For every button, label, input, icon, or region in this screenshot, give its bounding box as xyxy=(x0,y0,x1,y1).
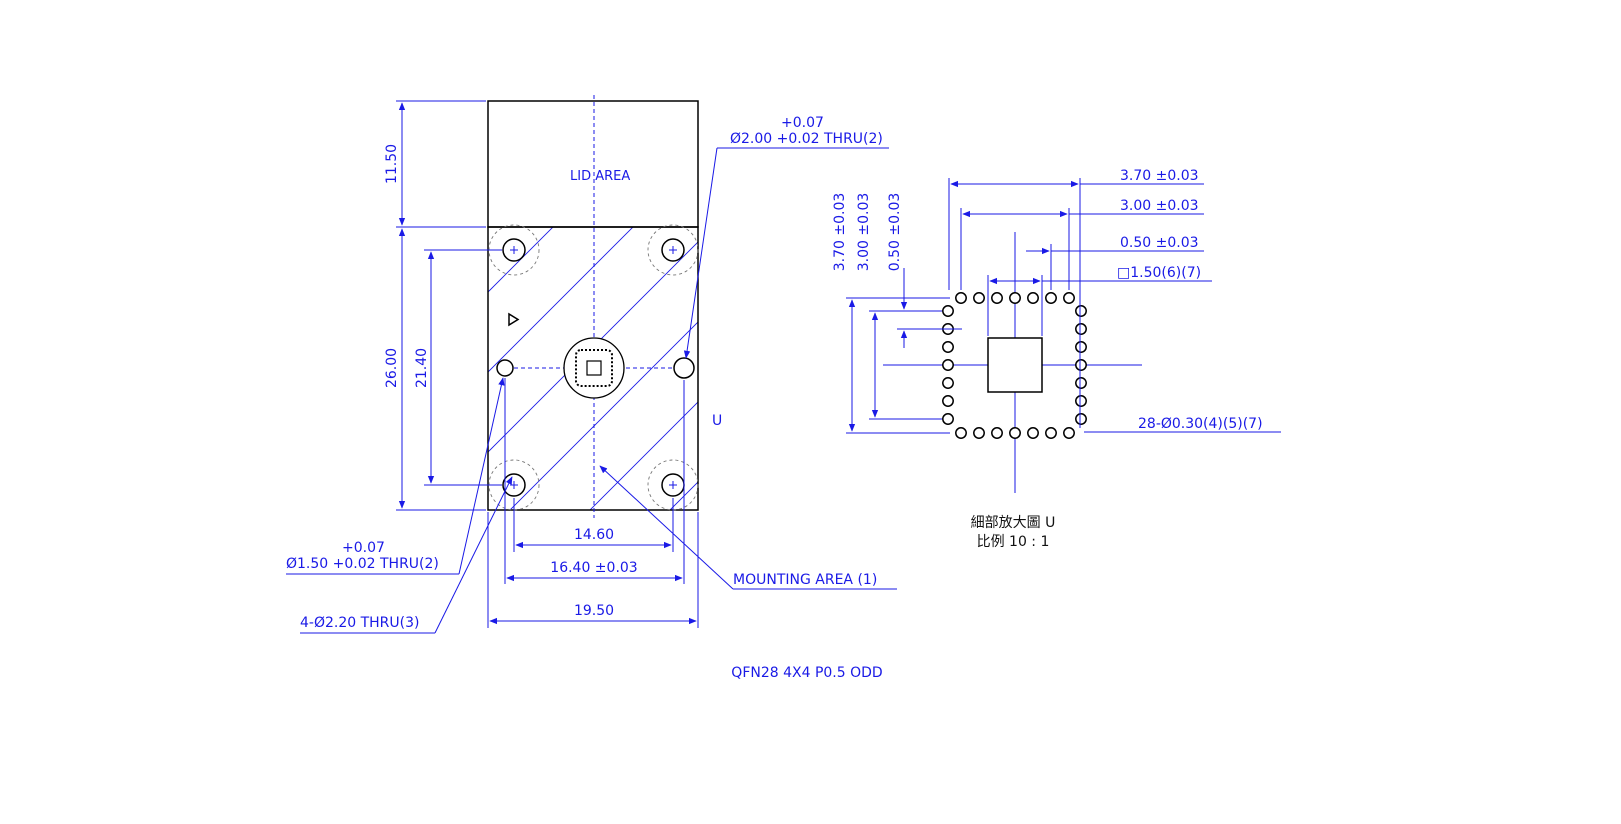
callout-mounting-area: MOUNTING AREA (1) xyxy=(599,465,897,590)
pin-left-5 xyxy=(942,377,954,389)
pin-top-4 xyxy=(1009,292,1021,304)
dim-lid-height-text: 11.50 xyxy=(384,144,400,184)
dim-body-height-text: 26.00 xyxy=(384,348,400,388)
callout-dowel-left-tol: +0.07 xyxy=(342,540,385,556)
pin-top-6 xyxy=(1045,292,1057,304)
callout-dowel-left-text: Ø1.50 +0.02 THRU(2) xyxy=(286,556,439,572)
orientation-triangle-icon xyxy=(508,312,520,327)
dim-detail-pad-text: □1.50(6)(7) xyxy=(1117,265,1201,281)
dim-detail-v-inner-text: 3.00 ±0.03 xyxy=(856,193,872,272)
pin-top-1 xyxy=(955,292,967,304)
pin-left-6 xyxy=(942,395,954,407)
dim-detail-h-inner: 3.00 ±0.03 xyxy=(960,198,1204,290)
callout-mount-holes: 4-Ø2.20 THRU(3) xyxy=(300,476,513,634)
dim-detail-v-outer: 3.70 ±0.03 xyxy=(832,193,950,434)
dim-hole-pitch-h: 14.60 xyxy=(513,498,674,552)
dim-detail-h-outer-text: 3.70 ±0.03 xyxy=(1120,168,1199,184)
dim-body-height: 26.00 xyxy=(384,228,486,511)
dim-total-width: 19.50 xyxy=(487,512,699,628)
detail-title-line2: 比例 10 : 1 xyxy=(977,534,1050,550)
dim-detail-h-outer: 3.70 ±0.03 xyxy=(948,168,1204,428)
footer-caption: QFN28 4X4 P0.5 ODD xyxy=(731,665,882,681)
dim-detail-v-pitch-text: 0.50 ±0.03 xyxy=(887,193,903,272)
exposed-pad xyxy=(987,337,1043,393)
pin-top-3 xyxy=(991,292,1003,304)
pin-bottom-2 xyxy=(973,427,985,439)
lid-area-label: LID AREA xyxy=(570,169,630,184)
pin-top-5 xyxy=(1027,292,1039,304)
dim-hole-pitch-v: 21.40 xyxy=(414,249,502,486)
callout-dowel-left: +0.07 Ø1.50 +0.02 THRU(2) xyxy=(286,377,505,575)
pin-left-7 xyxy=(942,413,954,425)
pin-left-1 xyxy=(942,305,954,317)
main-view: LID AREA xyxy=(286,95,897,634)
callout-dowel-right: +0.07 Ø2.00 +0.02 THRU(2) xyxy=(683,115,889,359)
body-outline xyxy=(487,226,699,511)
detail-reference-label: U xyxy=(712,413,722,429)
pin-right-2 xyxy=(1075,323,1087,335)
dim-detail-h-pitch: 0.50 ±0.03 xyxy=(1026,235,1204,290)
pin-top-2 xyxy=(973,292,985,304)
pin-left-3 xyxy=(942,341,954,353)
callout-mount-holes-text: 4-Ø2.20 THRU(3) xyxy=(300,615,420,631)
pin-right-1 xyxy=(1075,305,1087,317)
pin-right-5 xyxy=(1075,377,1087,389)
dim-lid-height: 11.50 xyxy=(384,100,486,228)
detail-title-line1: 細部放大圖 U xyxy=(971,515,1056,531)
pin-array xyxy=(942,292,1087,439)
dowel-hole-left xyxy=(496,359,514,377)
pin-bottom-1 xyxy=(955,427,967,439)
pin-bottom-7 xyxy=(1063,427,1075,439)
pin-left-4 xyxy=(942,359,954,371)
dowel-hole-right xyxy=(673,357,695,379)
mount-hole-top-right xyxy=(647,224,699,276)
pin-bottom-6 xyxy=(1045,427,1057,439)
pin-bottom-4 xyxy=(1009,427,1021,439)
dim-pin-pitch: 16.40 ±0.03 xyxy=(504,378,685,584)
pin-bottom-5 xyxy=(1027,427,1039,439)
pin-top-7 xyxy=(1063,292,1075,304)
dim-detail-v-pitch: 0.50 ±0.03 xyxy=(887,193,962,348)
dim-hole-pitch-v-text: 21.40 xyxy=(414,348,430,388)
callout-dowel-right-tol: +0.07 xyxy=(781,115,824,131)
dim-hole-pitch-h-text: 14.60 xyxy=(574,527,614,543)
dim-detail-h-inner-text: 3.00 ±0.03 xyxy=(1120,198,1199,214)
mounting-area-hatch xyxy=(488,227,698,510)
pin-right-4 xyxy=(1075,359,1087,371)
socket-contact-area xyxy=(563,337,625,399)
callout-dowel-right-text: Ø2.00 +0.02 THRU(2) xyxy=(730,131,883,147)
detail-view: 3.70 ±0.03 3.00 ±0.03 0.50 ±0.03 □1.50(6… xyxy=(832,168,1281,550)
dim-pin-pitch-text: 16.40 ±0.03 xyxy=(550,560,637,576)
pin-right-6 xyxy=(1075,395,1087,407)
dim-detail-v-inner: 3.00 ±0.03 xyxy=(856,193,942,420)
dim-detail-h-pitch-text: 0.50 ±0.03 xyxy=(1120,235,1199,251)
callout-mounting-area-text: MOUNTING AREA (1) xyxy=(733,572,877,588)
pin-right-7 xyxy=(1075,413,1087,425)
dim-total-width-text: 19.50 xyxy=(574,603,614,619)
pin-right-3 xyxy=(1075,341,1087,353)
lid-area-outline xyxy=(487,100,699,228)
callout-detail-pins: 28-Ø0.30(4)(5)(7) xyxy=(1084,416,1281,433)
pin-bottom-3 xyxy=(991,427,1003,439)
callout-detail-pins-text: 28-Ø0.30(4)(5)(7) xyxy=(1138,416,1263,432)
dim-detail-pad: □1.50(6)(7) xyxy=(987,265,1212,336)
dim-detail-v-outer-text: 3.70 ±0.03 xyxy=(832,193,848,272)
